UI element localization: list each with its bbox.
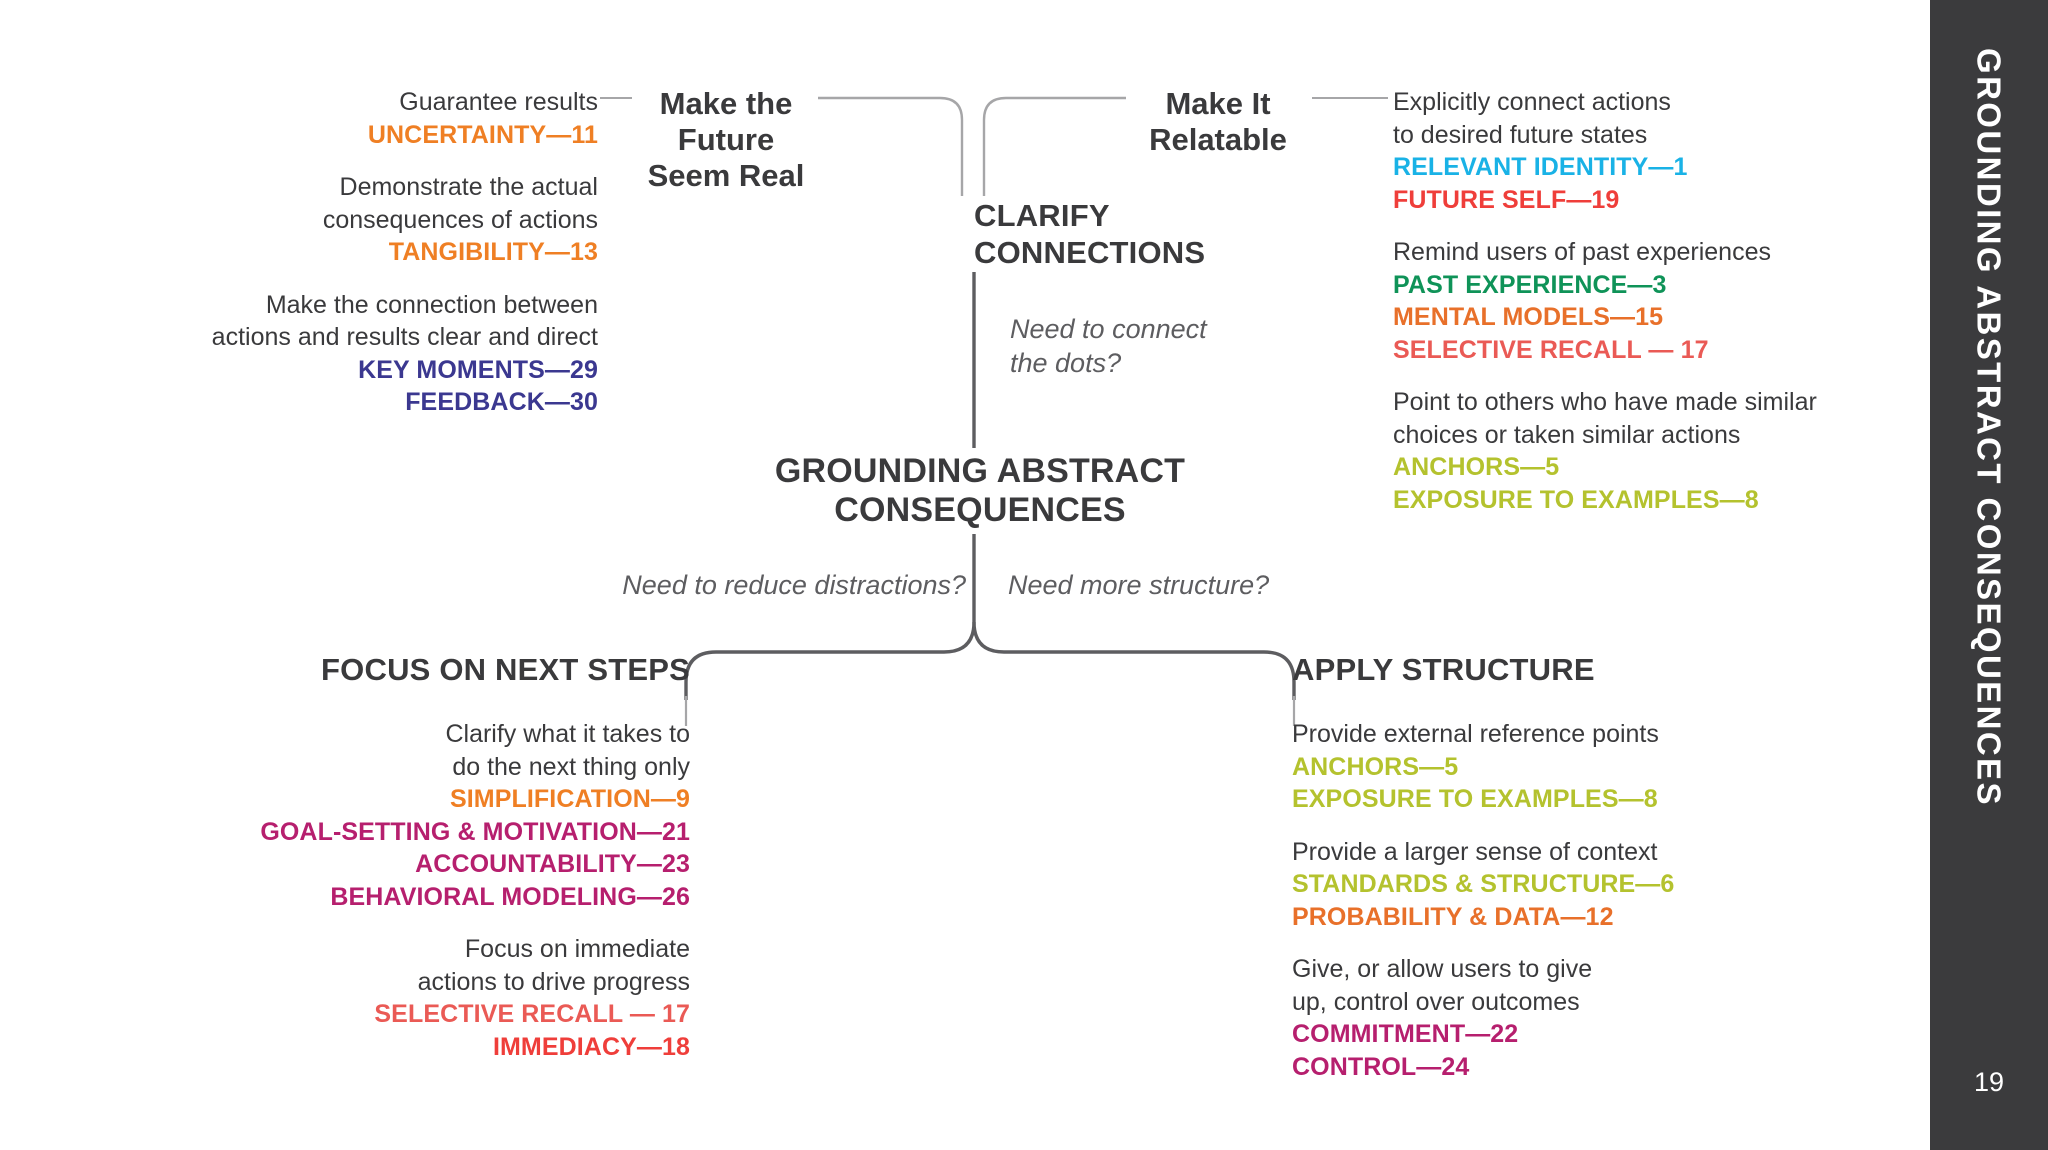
line-fork-left	[684, 621, 976, 700]
leaf-group: Focus on immediate actions to drive progr…	[230, 933, 690, 1063]
sidebar-title-text: GROUNDING ABSTRACT CONSEQUENCES	[1970, 48, 2008, 807]
leaf-group: Explicitly connect actions to desired fut…	[1393, 86, 1913, 216]
leaf-description-line: Provide external reference points	[1292, 720, 1659, 748]
branch-label-make-future-seem-real: Make the Future Seem Real	[636, 86, 816, 194]
leaf-tag: ACCOUNTABILITY—23	[415, 850, 690, 878]
make-future-line3: Seem Real	[647, 157, 805, 193]
leaf-tag: GOAL-SETTING & MOTIVATION—21	[260, 817, 690, 846]
center-node: GROUNDING ABSTRACT CONSEQUENCES	[700, 452, 1260, 531]
leaf-group: Point to others who have made similar cho…	[1393, 386, 1913, 516]
clarify-title-line2: CONNECTIONS	[974, 234, 1206, 270]
question-clarify-line2: the dots?	[1010, 348, 1122, 379]
leaf-description-line: up, control over outcomes	[1292, 987, 1580, 1016]
relatable-line1: Make It	[1165, 86, 1271, 121]
apply-title: APPLY STRUCTURE	[1292, 652, 1595, 687]
branch-label-make-it-relatable: Make It Relatable	[1128, 86, 1308, 158]
clarify-title-line1: CLARIFY	[974, 198, 1110, 233]
leaf-group: Demonstrate the actual consequences of ac…	[178, 171, 598, 269]
leaf-description-line: Demonstrate the actual	[339, 173, 598, 201]
line-relatable-to-stem	[982, 96, 1126, 196]
leaf-description-line: Give, or allow users to give	[1292, 955, 1593, 983]
leaf-description-line: to desired future states	[1393, 120, 1648, 149]
leaf-description-line: consequences of actions	[322, 205, 598, 234]
leaf-group: Give, or allow users to give up, control …	[1292, 953, 1812, 1083]
focus-title: FOCUS ON NEXT STEPS	[321, 652, 690, 687]
line-makereal-to-stem	[818, 96, 964, 196]
sidebar: GROUNDING ABSTRACT CONSEQUENCES 19	[1930, 0, 2048, 1150]
page-title: GROUNDING ABSTRACT CONSEQUENCES	[774, 452, 1186, 530]
leaf-tag: COMMITMENT—22	[1292, 1020, 1519, 1048]
question-focus: Need to reduce distractions?	[586, 568, 966, 602]
leaf-description-line: Make the connection between	[265, 290, 598, 319]
leaf-description-line: Point to others who have made similar	[1393, 388, 1817, 416]
leaf-tag: FUTURE SELF—19	[1393, 185, 1620, 214]
make-future-line1: Make the	[659, 86, 793, 121]
leaf-tag: SIMPLIFICATION—9	[449, 785, 690, 813]
leaf-description-line: Provide a larger sense of context	[1292, 837, 1658, 866]
leaf-tag: SELECTIVE RECALL — 17	[374, 1000, 690, 1028]
leaf-focus-on-next-steps: Clarify what it takes to do the next thin…	[230, 718, 690, 1063]
leaf-tag: KEY MOMENTS—29	[358, 355, 598, 384]
leaf-description-line: do the next thing only	[452, 752, 690, 781]
leaf-group: Clarify what it takes to do the next thin…	[230, 718, 690, 913]
leaf-tag: SELECTIVE RECALL — 17	[1393, 335, 1709, 364]
question-clarify: Need to connect the dots?	[1010, 312, 1310, 380]
question-clarify-line1: Need to connect	[1010, 314, 1207, 344]
question-apply: Need more structure?	[1008, 568, 1388, 602]
leaf-description-line: Guarantee results	[399, 88, 598, 116]
question-focus-text: Need to reduce distractions?	[622, 570, 966, 600]
leaf-description-line: Remind users of past experiences	[1393, 238, 1771, 266]
leaf-group: Make the connection between actions and r…	[178, 289, 598, 419]
leaf-tag: MENTAL MODELS—15	[1393, 303, 1664, 331]
leaf-tag: BEHAVIORAL MODELING—26	[330, 882, 690, 911]
leaf-tag: ANCHORS—5	[1292, 752, 1459, 781]
leaf-description-line: choices or taken similar actions	[1393, 420, 1741, 449]
leaf-tag: ANCHORS—5	[1393, 453, 1560, 481]
leaf-tag: EXPOSURE TO EXAMPLES—8	[1393, 485, 1759, 514]
leaf-tag: RELEVANT IDENTITY—1	[1393, 153, 1688, 181]
leaf-make-it-relatable: Explicitly connect actions to desired fut…	[1393, 86, 1913, 516]
page-number: 19	[1973, 1067, 2005, 1097]
leaf-tag: FEEDBACK—30	[405, 388, 598, 416]
branch-apply-structure: APPLY STRUCTURE	[1292, 652, 1752, 689]
leaf-description-line: Explicitly connect actions	[1393, 88, 1671, 116]
leaf-tag: STANDARDS & STRUCTURE—6	[1292, 870, 1675, 898]
question-apply-text: Need more structure?	[1008, 570, 1270, 600]
leaf-tag: PAST EXPERIENCE—3	[1393, 270, 1667, 299]
line-fork-right	[972, 621, 1296, 700]
sidebar-title: GROUNDING ABSTRACT CONSEQUENCES	[1930, 48, 2048, 1008]
leaf-description-line: actions to drive progress	[417, 967, 690, 996]
branch-clarify-connections: CLARIFY CONNECTIONS	[974, 198, 1304, 271]
leaf-description-line: Clarify what it takes to	[445, 720, 690, 748]
leaf-tag: IMMEDIACY—18	[492, 1032, 690, 1061]
relatable-line2: Relatable	[1149, 121, 1287, 157]
leaf-tag: PROBABILITY & DATA—12	[1292, 902, 1614, 931]
make-future-line2: Future	[677, 121, 775, 157]
leaf-tag: CONTROL—24	[1292, 1052, 1470, 1081]
leaf-tag: TANGIBILITY—13	[388, 238, 598, 266]
leaf-tag: EXPOSURE TO EXAMPLES—8	[1292, 785, 1658, 813]
leaf-tag: UNCERTAINTY—11	[367, 120, 598, 149]
leaf-description-line: Focus on immediate	[464, 935, 690, 963]
leaf-description-line: actions and results clear and direct	[211, 323, 598, 351]
branch-focus-on-next-steps: FOCUS ON NEXT STEPS	[250, 652, 690, 689]
